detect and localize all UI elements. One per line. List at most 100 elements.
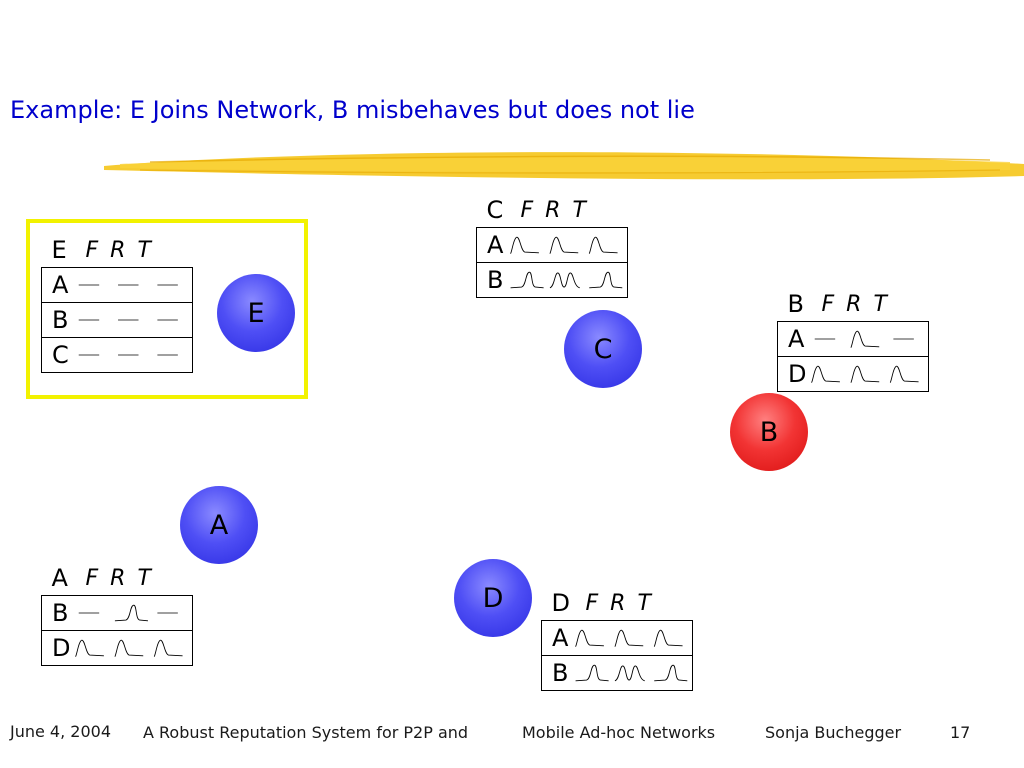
footer-title-part1: A Robust Reputation System for P2P and [143, 723, 469, 742]
footer-author: Sonja Buchegger [765, 723, 902, 742]
table-owner-label: D [551, 589, 570, 617]
row-node-label: B [52, 306, 69, 334]
trend-glyph-decay [114, 639, 144, 657]
trend-glyph-decay [653, 629, 683, 647]
trend-glyphs [78, 319, 178, 321]
trend-glyph-bump [654, 664, 688, 682]
trend-glyphs [814, 330, 914, 348]
table-row: B [41, 302, 193, 338]
row-node-label: D [52, 634, 71, 662]
trend-glyph-spike [549, 272, 580, 289]
column-header-r: R [610, 590, 626, 616]
table-row: B [541, 655, 693, 691]
node-E: E [217, 274, 295, 352]
trend-glyph-decay [850, 330, 880, 348]
table-row: D [41, 630, 193, 666]
trend-glyphs [811, 365, 919, 383]
trend-glyphs [78, 284, 178, 286]
trend-glyphs [75, 639, 183, 657]
column-header-f: F [85, 565, 99, 591]
trend-glyphs [575, 664, 688, 682]
column-header-r: R [110, 565, 126, 591]
trend-glyph-decay [588, 236, 618, 254]
table-owner-label: C [486, 196, 504, 224]
column-header-f: F [85, 237, 99, 263]
column-header-t: T [637, 590, 651, 616]
column-header-t: T [873, 291, 887, 317]
row-node-label: D [788, 360, 807, 388]
trend-glyphs [78, 354, 178, 356]
node-C: C [564, 310, 642, 388]
column-header-f: F [821, 291, 835, 317]
trend-glyph-decay [889, 365, 919, 383]
node-A: A [180, 486, 258, 564]
table-row: A [777, 321, 929, 357]
table-row: A [476, 227, 628, 263]
table-row: B [41, 595, 193, 631]
trend-glyphs [510, 236, 618, 254]
trend-glyph-decay [510, 236, 539, 254]
table-row: A [541, 620, 693, 656]
slide-title: Example: E Joins Network, B misbehaves b… [10, 96, 695, 124]
column-header-t: T [137, 237, 151, 263]
column-header-r: R [545, 197, 561, 223]
row-node-label: A [552, 624, 569, 652]
trend-glyph-decay [850, 365, 880, 383]
trend-glyph-bump [114, 604, 148, 622]
row-node-label: A [52, 271, 69, 299]
trend-glyph-decay [575, 629, 604, 647]
table-row: C [41, 337, 193, 373]
column-header-t: T [572, 197, 586, 223]
row-node-label: A [487, 231, 504, 259]
decorative-swoosh [104, 152, 1024, 180]
footer-title-part2: Mobile Ad-hoc Networks [522, 723, 716, 742]
row-node-label: B [552, 659, 569, 687]
trend-glyph-decay [614, 629, 644, 647]
row-node-label: C [52, 341, 69, 369]
trend-glyph-decay [549, 236, 579, 254]
row-node-label: B [52, 599, 69, 627]
row-node-label: A [788, 325, 805, 353]
footer-date: June 4, 2004 [10, 722, 111, 741]
trend-glyphs [510, 271, 623, 289]
table-owner-label: E [51, 236, 67, 264]
table-owner-label: A [51, 564, 68, 592]
trend-glyph-bump [589, 271, 623, 289]
row-node-label: B [487, 266, 504, 294]
column-header-f: F [585, 590, 599, 616]
trend-glyph-bump [510, 271, 544, 289]
trend-glyph-bump [575, 664, 609, 682]
table-row: A [41, 267, 193, 303]
table-owner-label: B [787, 290, 804, 318]
trend-glyph-decay [75, 639, 104, 657]
trend-glyph-decay [811, 365, 840, 383]
column-header-r: R [846, 291, 862, 317]
node-B: B [730, 393, 808, 471]
table-row: D [777, 356, 929, 392]
trend-glyph-spike [614, 665, 645, 682]
trend-glyph-decay [153, 639, 183, 657]
new-node-highlight-box [26, 219, 308, 399]
column-header-f: F [520, 197, 534, 223]
trend-glyphs [78, 604, 178, 622]
table-row: B [476, 262, 628, 298]
node-D: D [454, 559, 532, 637]
trend-glyphs [575, 629, 683, 647]
column-header-r: R [110, 237, 126, 263]
column-header-t: T [137, 565, 151, 591]
